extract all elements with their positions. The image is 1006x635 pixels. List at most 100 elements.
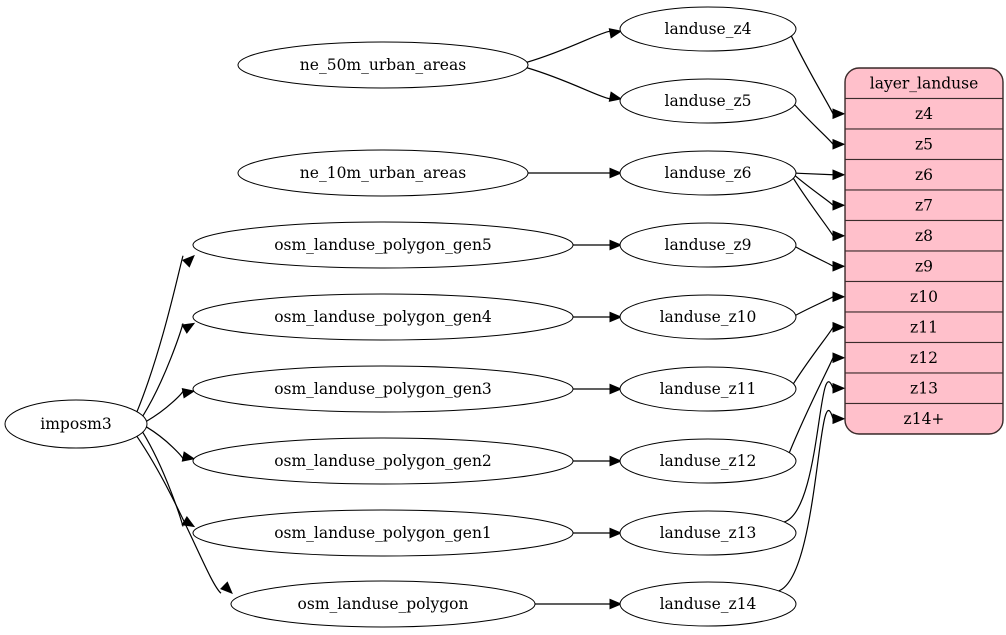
arrow-head: [832, 291, 846, 303]
node-landuse_z6[interactable]: landuse_z6: [619, 150, 797, 196]
edge-imposm3-to-osm_landuse_polygon_gen5: [136, 255, 184, 412]
arrow-head: [832, 138, 846, 150]
edges-layer: [136, 28, 846, 610]
table-row-z6-label: z6: [915, 166, 933, 184]
table-row-z7-label: z7: [915, 196, 933, 214]
edge-landuse_z4-to-z4: [790, 35, 834, 114]
node-osm_landuse_polygon_gen5[interactable]: osm_landuse_polygon_gen5: [192, 221, 574, 269]
table-row-z4[interactable]: [845, 97, 1003, 130]
node-ne_50m_urban_areas[interactable]: ne_50m_urban_areas: [237, 41, 529, 89]
table-layer: layer_landusez4z5z6z7z8z9z10z11z12z13z14…: [844, 67, 1004, 435]
node-landuse_z10-label: landuse_z10: [660, 308, 757, 326]
table-row-z8[interactable]: [845, 219, 1003, 252]
edge-imposm3-to-osm_landuse_polygon_gen1: [142, 431, 184, 527]
arrow-head: [832, 169, 846, 181]
node-osm_landuse_polygon_gen1-label: osm_landuse_polygon_gen1: [274, 524, 492, 542]
table-row-z13-label: z13: [910, 379, 938, 397]
edge-landuse_z12-to-z12: [788, 357, 834, 453]
node-landuse_z5-ellipse: [619, 78, 797, 124]
node-landuse_z12[interactable]: landuse_z12: [619, 438, 797, 484]
node-osm_landuse_polygon_gen4[interactable]: osm_landuse_polygon_gen4: [192, 293, 574, 341]
node-landuse_z12-ellipse: [619, 438, 797, 484]
node-osm_landuse_polygon_gen3[interactable]: osm_landuse_polygon_gen3: [192, 365, 574, 413]
node-ne_10m_urban_areas[interactable]: ne_10m_urban_areas: [237, 149, 529, 197]
arrow-head: [609, 383, 623, 395]
table-row-z14+[interactable]: [845, 402, 1003, 435]
edge-landuse_z10-to-z10: [795, 296, 834, 316]
edge-landuse_z6-to-z8: [792, 178, 834, 237]
edge-landuse_z13-to-z13: [783, 381, 834, 523]
arrow-head: [609, 598, 623, 610]
node-landuse_z12-label: landuse_z12: [660, 452, 757, 470]
node-imposm3[interactable]: imposm3: [4, 399, 148, 449]
table-row-z4-label: z4: [915, 105, 933, 123]
arrow-head: [609, 311, 623, 323]
node-osm_landuse_polygon_gen1[interactable]: osm_landuse_polygon_gen1: [192, 509, 574, 557]
arrow-head: [832, 321, 846, 333]
node-landuse_z11-label: landuse_z11: [660, 380, 757, 398]
edge-landuse_z11-to-z11: [792, 326, 834, 385]
arrow-head: [832, 413, 846, 425]
table-row-z5-label: z5: [915, 135, 933, 153]
arrow-head: [181, 451, 196, 462]
table-layer_landuse-outline: [844, 67, 1004, 435]
arrow-head: [832, 382, 846, 394]
arrow-head: [182, 254, 195, 268]
arrow-head: [832, 352, 846, 364]
node-osm_landuse_polygon_gen2-ellipse: [192, 437, 574, 485]
node-landuse_z9[interactable]: landuse_z9: [619, 222, 797, 268]
node-osm_landuse_polygon_gen4-ellipse: [192, 293, 574, 341]
arrow-head: [608, 28, 623, 39]
table-row-z13[interactable]: [845, 372, 1003, 405]
node-osm_landuse_polygon_gen4-label: osm_landuse_polygon_gen4: [274, 308, 492, 326]
node-osm_landuse_polygon-ellipse: [230, 580, 536, 628]
node-landuse_z14-ellipse: [619, 581, 797, 627]
node-landuse_z5[interactable]: landuse_z5: [619, 78, 797, 124]
table-row-z12[interactable]: [845, 341, 1003, 374]
edge-landuse_z14-to-z14+: [778, 409, 834, 592]
node-landuse_z13-label: landuse_z13: [660, 524, 757, 542]
arrow-head: [832, 230, 846, 242]
node-landuse_z4-ellipse: [619, 6, 797, 52]
table-row-z8-label: z8: [915, 227, 933, 245]
edge-landuse_z6-to-z7: [794, 175, 834, 206]
node-landuse_z13[interactable]: landuse_z13: [619, 510, 797, 556]
arrow-head: [609, 239, 623, 251]
node-landuse_z11[interactable]: landuse_z11: [619, 366, 797, 412]
arrow-head: [609, 455, 623, 467]
node-landuse_z14-label: landuse_z14: [660, 595, 757, 613]
arrow-head: [832, 199, 846, 211]
node-osm_landuse_polygon_gen3-ellipse: [192, 365, 574, 413]
table-row-z9-label: z9: [915, 257, 933, 275]
table-row-z12-label: z12: [910, 349, 938, 367]
table-header-layer_landuse[interactable]: [845, 68, 1003, 100]
node-osm_landuse_polygon[interactable]: osm_landuse_polygon: [230, 580, 536, 628]
table-row-z10-label: z10: [910, 288, 938, 306]
node-imposm3-label: imposm3: [40, 415, 111, 433]
table-row-z6[interactable]: [845, 158, 1003, 191]
arrow-head: [608, 91, 623, 102]
node-landuse_z9-ellipse: [619, 222, 797, 268]
table-row-z9[interactable]: [845, 250, 1003, 283]
arrow-head: [609, 167, 623, 179]
node-landuse_z10[interactable]: landuse_z10: [619, 294, 797, 340]
node-landuse_z14[interactable]: landuse_z14: [619, 581, 797, 627]
arrow-head: [609, 527, 623, 539]
node-imposm3-ellipse: [4, 399, 148, 449]
node-landuse_z6-label: landuse_z6: [665, 164, 752, 182]
table-row-z14+-label: z14+: [904, 410, 945, 428]
node-ne_10m_urban_areas-ellipse: [237, 149, 529, 197]
edge-landuse_z9-to-z9: [795, 246, 834, 267]
arrow-head: [181, 388, 196, 399]
arrow-head: [220, 581, 233, 595]
edge-imposm3-to-osm_landuse_polygon_gen4: [142, 323, 184, 417]
arrow-head: [181, 322, 196, 334]
node-landuse_z13-ellipse: [619, 510, 797, 556]
node-osm_landuse_polygon_gen2[interactable]: osm_landuse_polygon_gen2: [192, 437, 574, 485]
node-osm_landuse_polygon_gen3-label: osm_landuse_polygon_gen3: [274, 380, 492, 398]
node-landuse_z4[interactable]: landuse_z4: [619, 6, 797, 52]
edge-imposm3-to-osm_landuse_polygon: [136, 436, 222, 594]
node-osm_landuse_polygon_gen1-ellipse: [192, 509, 574, 557]
node-osm_landuse_polygon_gen2-label: osm_landuse_polygon_gen2: [274, 452, 492, 470]
